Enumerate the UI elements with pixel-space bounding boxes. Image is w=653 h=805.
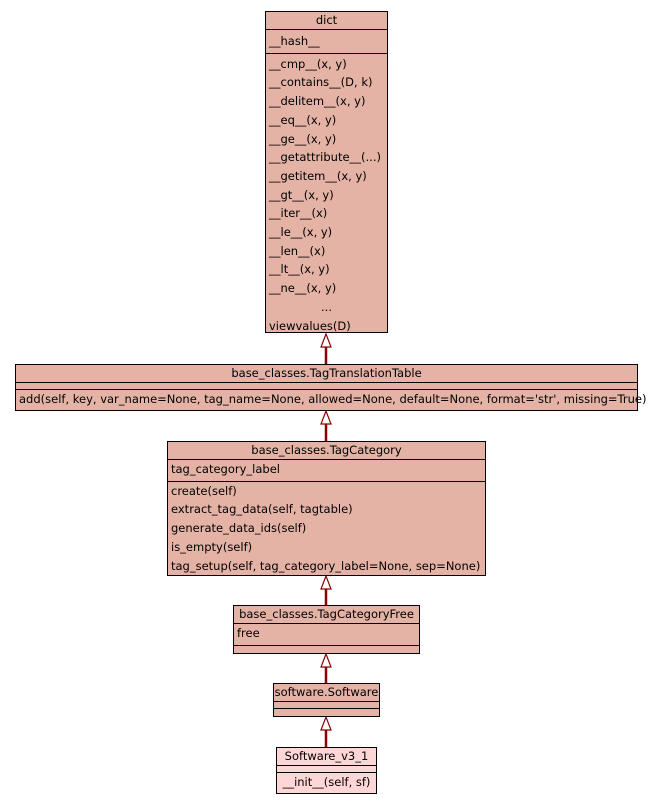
- method: __len__(x): [269, 243, 326, 258]
- method: __lt__(x, y): [269, 262, 330, 277]
- class-dict[interactable]: dict __hash__ __cmp__(x, y) __contains__…: [265, 11, 388, 333]
- method: create(self): [171, 483, 237, 498]
- attribute: __hash__: [269, 34, 320, 48]
- method: __getitem__(x, y): [269, 168, 367, 183]
- edge-tagtranslationtable-to-dict: [320, 332, 332, 364]
- method: __cmp__(x, y): [269, 56, 347, 71]
- method: __iter__(x): [269, 206, 328, 221]
- class-title: base_classes.TagCategoryFree: [234, 606, 419, 624]
- attributes-section: __hash__: [266, 30, 387, 54]
- class-title: dict: [266, 12, 387, 30]
- methods-section: __init__(self, sf): [277, 773, 376, 793]
- method: __eq__(x, y): [269, 112, 337, 127]
- method: add(self, key, var_name=None, tag_name=N…: [19, 392, 647, 406]
- attributes-section: [277, 766, 376, 773]
- method: is_empty(self): [171, 539, 253, 554]
- method: __getattribute__(...): [269, 150, 381, 165]
- edge-software-to-tagcategoryfree: [320, 652, 332, 683]
- class-software[interactable]: software.Software: [273, 683, 380, 717]
- method: __contains__(D, k): [269, 75, 373, 90]
- method: tag_setup(self, tag_category_label=None,…: [171, 558, 481, 573]
- attributes-section: [274, 702, 379, 709]
- attributes-section: free: [234, 624, 419, 646]
- attributes-section: [16, 383, 637, 390]
- methods-section: [274, 709, 379, 715]
- attributes-section: tag_category_label: [168, 460, 485, 482]
- method: __delitem__(x, y): [269, 94, 366, 109]
- methods-section: create(self) extract_tag_data(self, tagt…: [168, 482, 485, 577]
- class-tag-category[interactable]: base_classes.TagCategory tag_category_la…: [167, 441, 486, 576]
- class-title: base_classes.TagTranslationTable: [16, 365, 637, 383]
- method: __init__(self, sf): [282, 775, 371, 789]
- edge-tagcategoryfree-to-tagcategory: [320, 574, 332, 605]
- method: extract_tag_data(self, tagtable): [171, 502, 353, 517]
- method: __ne__(x, y): [269, 281, 337, 296]
- method-ellipsis: ...: [321, 299, 332, 314]
- class-title: software.Software: [274, 684, 379, 702]
- method: generate_data_ids(self): [171, 521, 307, 536]
- class-tag-translation-table[interactable]: base_classes.TagTranslationTable add(sel…: [15, 364, 647, 411]
- edge-tagcategory-to-tagtranslationtable: [320, 409, 332, 441]
- methods-section: add(self, key, var_name=None, tag_name=N…: [16, 390, 647, 410]
- class-title: Software_v3_1: [277, 748, 376, 766]
- method: __gt__(x, y): [269, 187, 334, 202]
- edge-softwarev31-to-software: [320, 715, 332, 747]
- class-software-v3-1[interactable]: Software_v3_1 __init__(self, sf): [276, 747, 377, 794]
- method: __le__(x, y): [269, 225, 333, 240]
- method: __ge__(x, y): [269, 131, 337, 146]
- methods-section: __cmp__(x, y) __contains__(D, k) __delit…: [266, 54, 387, 337]
- method: viewvalues(D): [269, 318, 351, 333]
- attribute: free: [237, 626, 260, 640]
- methods-section: [234, 646, 419, 652]
- class-tag-category-free[interactable]: base_classes.TagCategoryFree free: [233, 605, 420, 654]
- class-title: base_classes.TagCategory: [168, 442, 485, 460]
- attribute: tag_category_label: [171, 462, 280, 476]
